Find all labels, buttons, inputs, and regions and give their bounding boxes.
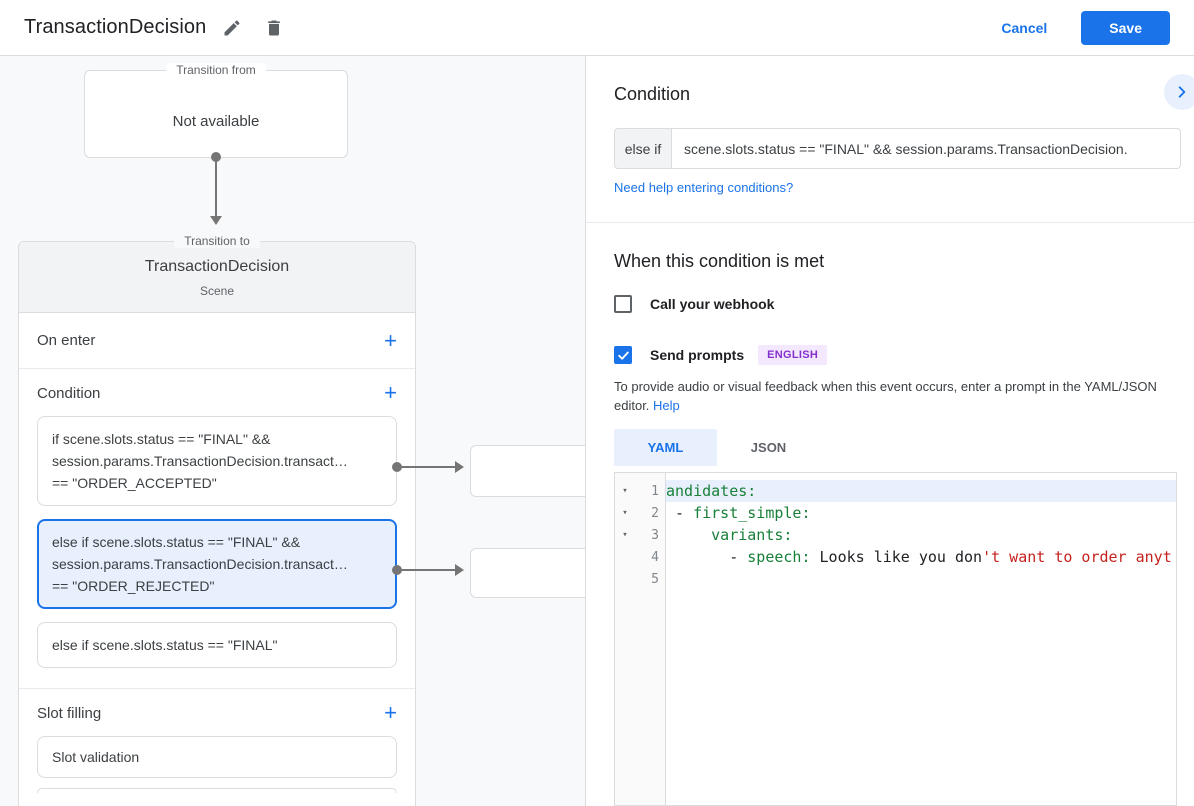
page-title: TransactionDecision <box>24 16 207 38</box>
yaml-indent: - <box>666 504 694 522</box>
scene-title: TransactionDecision <box>144 258 290 275</box>
line-number: 4 <box>651 549 659 565</box>
when-met-title: When this condition is met <box>614 251 825 271</box>
tab-json[interactable]: JSON <box>750 440 787 455</box>
call-webhook-checkbox[interactable] <box>614 295 632 313</box>
slot-validation-card[interactable]: Slot validation <box>37 736 397 778</box>
slot-filling-section: Slot filling + Slot validation <box>19 688 415 806</box>
condition-prefix-label: else if <box>614 128 672 169</box>
yaml-string: 't want to order anyt <box>982 548 1172 566</box>
condition-card-final[interactable]: else if scene.slots.status == "FINAL" <box>37 622 397 668</box>
add-slot-button[interactable]: + <box>384 700 397 725</box>
connector-dot <box>392 565 402 575</box>
send-prompts-label: Send prompts <box>650 347 745 363</box>
tab-yaml[interactable]: YAML <box>614 429 717 466</box>
yaml-indent: - <box>666 548 748 566</box>
condition-help-link[interactable]: Need help entering conditions? <box>614 180 794 195</box>
scene-header: TransactionDecision Scene <box>19 242 415 313</box>
editor-tabs: YAML JSON <box>614 429 820 466</box>
connector-line <box>400 569 455 571</box>
connector-line <box>215 158 217 216</box>
on-enter-row: On enter + <box>19 313 415 369</box>
connector-arrowhead-icon <box>455 461 464 473</box>
condition-card-rejected-selected[interactable]: else if scene.slots.status == "FINAL" &&… <box>37 519 397 609</box>
next-card-partial[interactable] <box>37 788 397 793</box>
save-button[interactable]: Save <box>1081 10 1170 45</box>
condition-text: if scene.slots.status == "FINAL" && <box>52 431 271 447</box>
editor-code-area[interactable]: andidates: - first_simple: variants: - s… <box>666 473 1176 805</box>
line-number: 1 <box>651 483 659 499</box>
line-number: 2 <box>651 505 659 521</box>
prompt-code-editor: ▾ 1 ▾ 2 ▾ 3 4 5 andidates: - first_simple: … <box>614 472 1177 806</box>
scene-type-label: Scene <box>199 284 235 298</box>
pencil-icon <box>224 19 240 35</box>
prompt-description-text: To provide audio or visual feedback when… <box>614 379 1157 413</box>
send-prompts-row: Send prompts ENGLISH <box>614 345 828 365</box>
line-number: 5 <box>651 571 659 587</box>
connector-dot <box>211 152 221 162</box>
webhook-row: Call your webhook <box>614 295 774 313</box>
condition-text: session.params.TransactionDecision.trans… <box>52 453 348 469</box>
transition-to-legend: Transition to <box>174 234 260 248</box>
collapse-panel-button[interactable] <box>1164 74 1194 110</box>
connector-arrowhead-icon <box>455 564 464 576</box>
yaml-key: andidates: <box>666 482 757 500</box>
connector-arrowhead-icon <box>210 216 222 225</box>
transition-target-node[interactable] <box>470 548 585 598</box>
condition-section-label: Condition <box>37 384 101 402</box>
panel-divider <box>586 222 1194 223</box>
code-line-1: andidates: <box>666 480 1176 502</box>
condition-expression-input[interactable] <box>672 128 1181 169</box>
code-line-5 <box>666 568 1176 590</box>
scene-flow-canvas: Transition from Not available Transition… <box>0 56 585 806</box>
cancel-button[interactable]: Cancel <box>1001 19 1048 36</box>
top-bar: TransactionDecision Cancel Save <box>0 0 1194 56</box>
editor-gutter: ▾ 1 ▾ 2 ▾ 3 4 5 <box>615 473 666 805</box>
fold-arrow-icon[interactable]: ▾ <box>622 508 628 518</box>
condition-section: Condition + if scene.slots.status == "FI… <box>19 369 415 688</box>
transition-target-node[interactable] <box>470 445 585 497</box>
code-line-4: - speech: Looks like you don't want to o… <box>666 546 1176 568</box>
connector-dot <box>392 462 402 472</box>
condition-text: == "ORDER_ACCEPTED" <box>52 475 217 491</box>
condition-text: else if scene.slots.status == "FINAL" <box>52 637 278 653</box>
fold-arrow-icon[interactable]: ▾ <box>622 486 628 496</box>
code-line-3: variants: <box>666 524 1176 546</box>
yaml-text: Looks like you don <box>810 548 983 566</box>
panel-title: Condition <box>614 84 691 104</box>
condition-text: == "ORDER_REJECTED" <box>52 578 215 594</box>
transition-to-box: Transition to TransactionDecision Scene … <box>18 234 416 806</box>
transition-from-content: Not available <box>172 113 260 130</box>
condition-expression-row: else if <box>614 128 1181 169</box>
yaml-key: speech: <box>747 548 811 566</box>
language-badge: ENGLISH <box>758 345 828 365</box>
call-webhook-label: Call your webhook <box>650 296 775 312</box>
condition-text: else if scene.slots.status == "FINAL" && <box>52 534 301 550</box>
slot-filling-label: Slot filling <box>37 704 102 722</box>
transition-from-box: Transition from Not available <box>84 63 348 158</box>
edit-title-button[interactable] <box>216 12 248 44</box>
yaml-key: first_simple: <box>693 504 811 522</box>
connector-line <box>400 466 455 468</box>
send-prompts-checkbox[interactable] <box>614 346 632 364</box>
yaml-key: variants: <box>666 526 793 544</box>
condition-detail-panel: Condition else if Need help entering con… <box>585 56 1194 806</box>
delete-scene-button[interactable] <box>258 12 290 44</box>
line-number: 3 <box>651 527 659 543</box>
chevron-right-icon <box>1178 86 1186 98</box>
checkmark-icon <box>617 351 629 360</box>
condition-card-accepted[interactable]: if scene.slots.status == "FINAL" && sess… <box>37 416 397 506</box>
on-enter-label: On enter <box>37 332 96 349</box>
add-on-enter-button[interactable]: + <box>384 327 397 353</box>
transition-from-legend: Transition from <box>166 63 266 77</box>
prompt-help-link[interactable]: Help <box>653 398 680 413</box>
trash-icon <box>268 20 281 35</box>
prompt-description: To provide audio or visual feedback when… <box>614 377 1164 415</box>
fold-arrow-icon[interactable]: ▾ <box>622 530 628 540</box>
code-line-2: - first_simple: <box>666 502 1176 524</box>
add-condition-button[interactable]: + <box>384 380 397 405</box>
condition-text: session.params.TransactionDecision.trans… <box>52 556 348 572</box>
